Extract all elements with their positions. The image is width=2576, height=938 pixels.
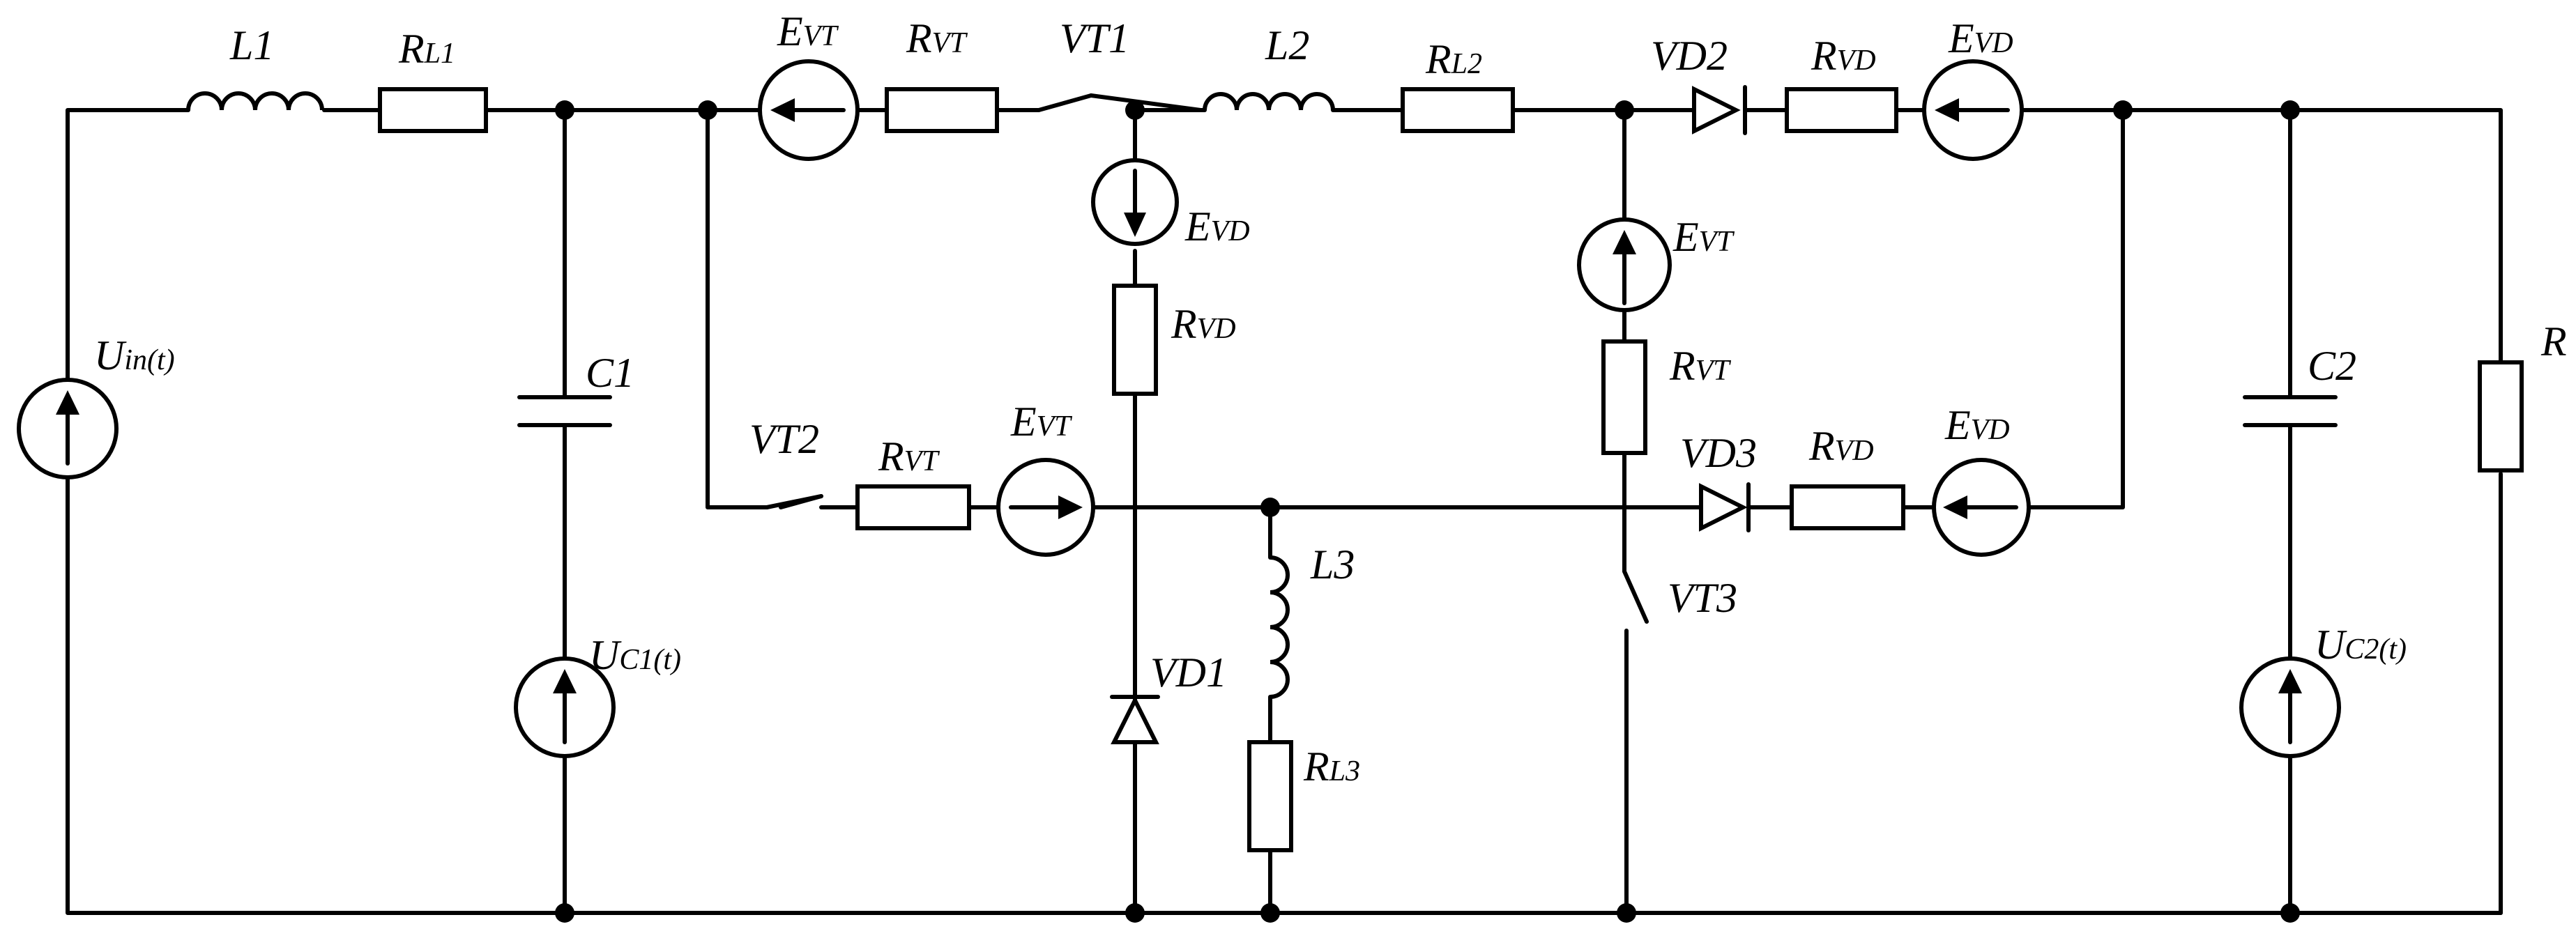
label-uc2: UC2(t) bbox=[2315, 622, 2407, 668]
source-evt-mid bbox=[1577, 217, 1672, 312]
label-vd2: VD2 bbox=[1651, 33, 1728, 79]
source-evd-low bbox=[1932, 458, 2031, 557]
junction-dots bbox=[555, 100, 2300, 923]
resistor-rl1 bbox=[378, 87, 488, 133]
label-evt-top: EVT bbox=[777, 8, 839, 54]
resistor-rvd-mid bbox=[1112, 284, 1158, 396]
source-evt-top bbox=[758, 59, 860, 161]
label-rl1: RL1 bbox=[398, 26, 455, 72]
inductor-l3 bbox=[1270, 555, 1290, 699]
label-rvd-low: RVD bbox=[1808, 423, 1874, 469]
label-evt-low: EVT bbox=[1010, 399, 1072, 445]
label-uin: Uin(t) bbox=[94, 332, 175, 378]
resistor-rl3 bbox=[1247, 740, 1293, 852]
resistor-rvd-low bbox=[1790, 484, 1905, 530]
label-vt1: VT1 bbox=[1060, 15, 1129, 61]
label-c2: C2 bbox=[2308, 343, 2356, 389]
label-l3: L3 bbox=[1310, 541, 1355, 587]
source-evd-mid bbox=[1091, 158, 1179, 246]
source-uin bbox=[17, 378, 119, 479]
inductor-l2 bbox=[1203, 92, 1335, 111]
resistor-r-load bbox=[2478, 360, 2524, 472]
resistor-rl2 bbox=[1401, 87, 1515, 133]
diode-vd2 bbox=[1692, 85, 1747, 135]
label-rl3: RL3 bbox=[1303, 744, 1360, 790]
resistor-rvt-mid bbox=[1601, 339, 1647, 455]
switch-vt1 bbox=[1037, 93, 1093, 112]
label-rvd-top: RVD bbox=[1811, 33, 1876, 79]
capacitor-c1 bbox=[517, 395, 612, 427]
label-vt3: VT3 bbox=[1668, 575, 1737, 621]
source-evd-top bbox=[1922, 59, 2024, 161]
label-evd-mid: EVD bbox=[1184, 203, 1250, 249]
resistor-rvd-top bbox=[1785, 87, 1898, 133]
label-c1: C1 bbox=[586, 350, 634, 396]
label-l2: L2 bbox=[1265, 22, 1309, 68]
label-uc1: UC1(t) bbox=[589, 632, 681, 678]
switch-vt2 bbox=[765, 494, 823, 509]
source-uc1 bbox=[514, 656, 616, 758]
source-uc2 bbox=[2239, 656, 2341, 758]
diode-vd1 bbox=[1110, 695, 1160, 744]
wires bbox=[66, 93, 2503, 915]
label-r-load: R bbox=[2540, 318, 2567, 364]
diode-vd3 bbox=[1699, 482, 1751, 532]
label-evd-top: EVD bbox=[1948, 15, 2013, 61]
label-evd-low: EVD bbox=[1944, 402, 2010, 448]
inductor-l1 bbox=[186, 91, 324, 111]
label-vd3: VD3 bbox=[1680, 430, 1757, 476]
resistor-rvt-low bbox=[855, 484, 971, 530]
label-rvt-low: RVT bbox=[878, 433, 940, 479]
source-evt-low bbox=[996, 458, 1095, 557]
label-evt-mid: EVT bbox=[1672, 214, 1735, 260]
label-rvd-mid: RVD bbox=[1171, 301, 1236, 347]
capacitor-c2 bbox=[2243, 395, 2338, 427]
label-rvt-mid: RVT bbox=[1669, 343, 1731, 389]
label-rl2: RL2 bbox=[1425, 36, 1482, 82]
label-vd1: VD1 bbox=[1150, 649, 1227, 695]
label-l1: L1 bbox=[229, 22, 274, 68]
resistor-rvt-top bbox=[885, 87, 999, 133]
labels: L1 RL1 C1 Uin(t) UC1(t) EVT RVT VT1 L2 R… bbox=[94, 8, 2567, 790]
label-vt2: VT2 bbox=[749, 416, 819, 462]
label-rvt-top: RVT bbox=[906, 15, 968, 61]
